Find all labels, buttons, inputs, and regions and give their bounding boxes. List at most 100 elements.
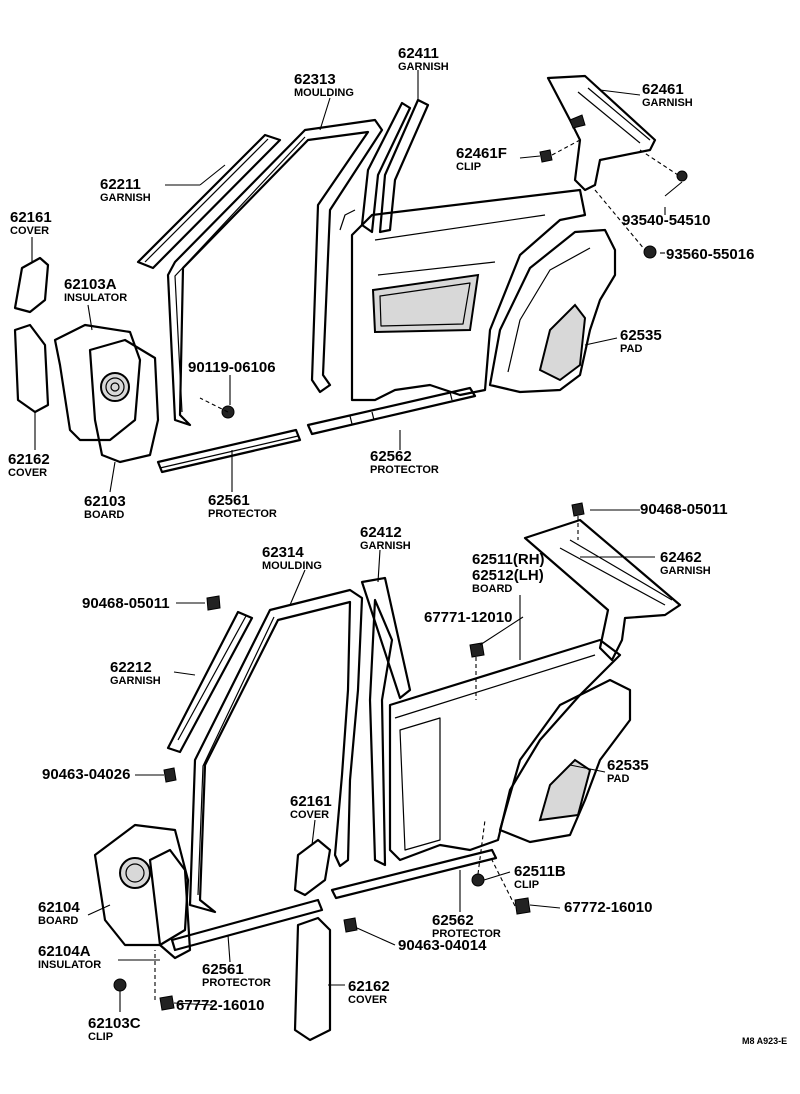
label-62535-bottom: 62535 PAD	[607, 757, 649, 785]
svg-text:GARNISH: GARNISH	[642, 97, 693, 109]
svg-text:BOARD: BOARD	[472, 583, 512, 595]
moulding-62314-part	[188, 588, 364, 914]
label-62161-top: 62161 COVER	[10, 209, 52, 237]
quarter-trim-board-bottom	[388, 638, 622, 862]
fastener-90119-part	[199, 397, 235, 419]
label-62461: 62461 GARNISH	[642, 81, 693, 109]
svg-text:62512(LH): 62512(LH)	[472, 567, 544, 584]
fastener-90468-right-part	[571, 502, 585, 540]
insulator-62103a-part	[53, 323, 142, 442]
svg-text:GARNISH: GARNISH	[110, 675, 161, 687]
protector-62562-part	[306, 386, 477, 436]
svg-text:GARNISH: GARNISH	[660, 565, 711, 577]
svg-text:67772-16010: 67772-16010	[564, 899, 652, 916]
label-90463-04014: 90463-04014	[398, 937, 487, 954]
cover-62161-top-part	[13, 256, 50, 314]
label-62313: 62313 MOULDING	[294, 71, 354, 99]
label-62314: 62314 MOULDING	[262, 544, 322, 572]
cover-62161-bottom-part	[293, 838, 332, 897]
garnish-62461-part	[546, 74, 657, 192]
label-62512: 62512(LH) BOARD	[472, 567, 544, 595]
label-62103a: 62103A INSULATOR	[64, 276, 127, 304]
label-62562-top: 62562 PROTECTOR	[370, 448, 439, 476]
label-62462: 62462 GARNISH	[660, 549, 711, 577]
moulding-62313-part	[166, 118, 384, 427]
svg-text:62511(RH): 62511(RH)	[472, 551, 545, 568]
cover-62162-top-part	[13, 323, 50, 414]
label-62162-bottom: 62162 COVER	[348, 978, 390, 1006]
label-62212: 62212 GARNISH	[110, 659, 161, 687]
svg-text:62462: 62462	[660, 549, 702, 566]
pad-62535-bottom-part	[498, 678, 632, 844]
label-67772-left: 67772-16010	[176, 997, 264, 1014]
board-62104-part	[93, 823, 190, 947]
svg-text:62162: 62162	[8, 451, 50, 468]
screw-93540-part	[639, 149, 688, 182]
svg-text:90463-04026: 90463-04026	[42, 766, 130, 783]
fastener-90463-04026-part	[163, 767, 177, 783]
board-62103-part	[88, 338, 160, 464]
label-62511b: 62511B CLIP	[514, 863, 566, 891]
svg-text:MOULDING: MOULDING	[294, 87, 354, 99]
svg-text:BOARD: BOARD	[84, 509, 124, 521]
clip-67772-right-part	[491, 859, 531, 915]
insulator-62104a-part	[148, 848, 192, 960]
svg-text:PROTECTOR: PROTECTOR	[432, 928, 501, 940]
svg-text:62561: 62561	[202, 961, 244, 978]
svg-text:62212: 62212	[110, 659, 152, 676]
svg-text:62562: 62562	[370, 448, 412, 465]
svg-text:62561: 62561	[208, 492, 250, 509]
label-90119: 90119-06106	[188, 359, 276, 376]
garnish-62212-part	[166, 610, 254, 754]
label-62162-top: 62162 COVER	[8, 451, 50, 479]
svg-text:62161: 62161	[10, 209, 52, 226]
garnish-62411-part	[339, 98, 430, 234]
svg-text:62162: 62162	[348, 978, 390, 995]
svg-text:90119-06106: 90119-06106	[188, 359, 276, 376]
figure-reference: M8 A923-E	[742, 1036, 787, 1046]
svg-text:90468-05011: 90468-05011	[640, 501, 728, 518]
svg-text:GARNISH: GARNISH	[100, 192, 151, 204]
label-62411: 62411 GARNISH	[398, 45, 449, 73]
svg-text:62411: 62411	[398, 45, 439, 62]
svg-text:62412: 62412	[360, 524, 402, 541]
label-90468-top: 90468-05011	[640, 501, 728, 518]
label-62561-bottom: 62561 PROTECTOR	[202, 961, 271, 989]
label-67771: 67771-12010	[424, 609, 512, 626]
svg-text:62511B: 62511B	[514, 863, 566, 880]
label-90468-left: 90468-05011	[82, 595, 170, 612]
clip-62461f-part	[539, 139, 581, 163]
protector-62561-bottom-part	[170, 898, 324, 952]
svg-text:93560-55016: 93560-55016	[666, 246, 754, 263]
svg-text:MOULDING: MOULDING	[262, 560, 322, 572]
label-62412: 62412 GARNISH	[360, 524, 411, 552]
svg-text:INSULATOR: INSULATOR	[64, 292, 127, 304]
label-93560: 93560-55016	[666, 246, 754, 263]
label-67772-right: 67772-16010	[564, 899, 652, 916]
svg-text:90468-05011: 90468-05011	[82, 595, 170, 612]
svg-text:PAD: PAD	[607, 773, 629, 785]
svg-text:62562: 62562	[432, 912, 474, 929]
label-62211: 62211 GARNISH	[100, 176, 151, 204]
svg-text:62313: 62313	[294, 71, 336, 88]
svg-text:COVER: COVER	[8, 467, 47, 479]
svg-text:COVER: COVER	[10, 225, 49, 237]
svg-text:67771-12010: 67771-12010	[424, 609, 512, 626]
svg-text:GARNISH: GARNISH	[360, 540, 411, 552]
label-62535-top: 62535 PAD	[620, 327, 662, 355]
garnish-62462-part	[523, 518, 682, 662]
svg-text:62535: 62535	[607, 757, 649, 774]
svg-text:62103C: 62103C	[88, 1015, 141, 1032]
cover-62162-bottom-part	[293, 916, 332, 1042]
svg-text:62535: 62535	[620, 327, 662, 344]
svg-text:GARNISH: GARNISH	[398, 61, 449, 73]
svg-text:PROTECTOR: PROTECTOR	[202, 977, 271, 989]
svg-text:CLIP: CLIP	[456, 161, 481, 173]
svg-text:INSULATOR: INSULATOR	[38, 959, 101, 971]
svg-text:62161: 62161	[290, 793, 332, 810]
label-62561-top: 62561 PROTECTOR	[208, 492, 277, 520]
svg-text:CLIP: CLIP	[88, 1031, 113, 1043]
clip-67772-left-part	[154, 950, 175, 1011]
svg-text:62103A: 62103A	[64, 276, 117, 293]
